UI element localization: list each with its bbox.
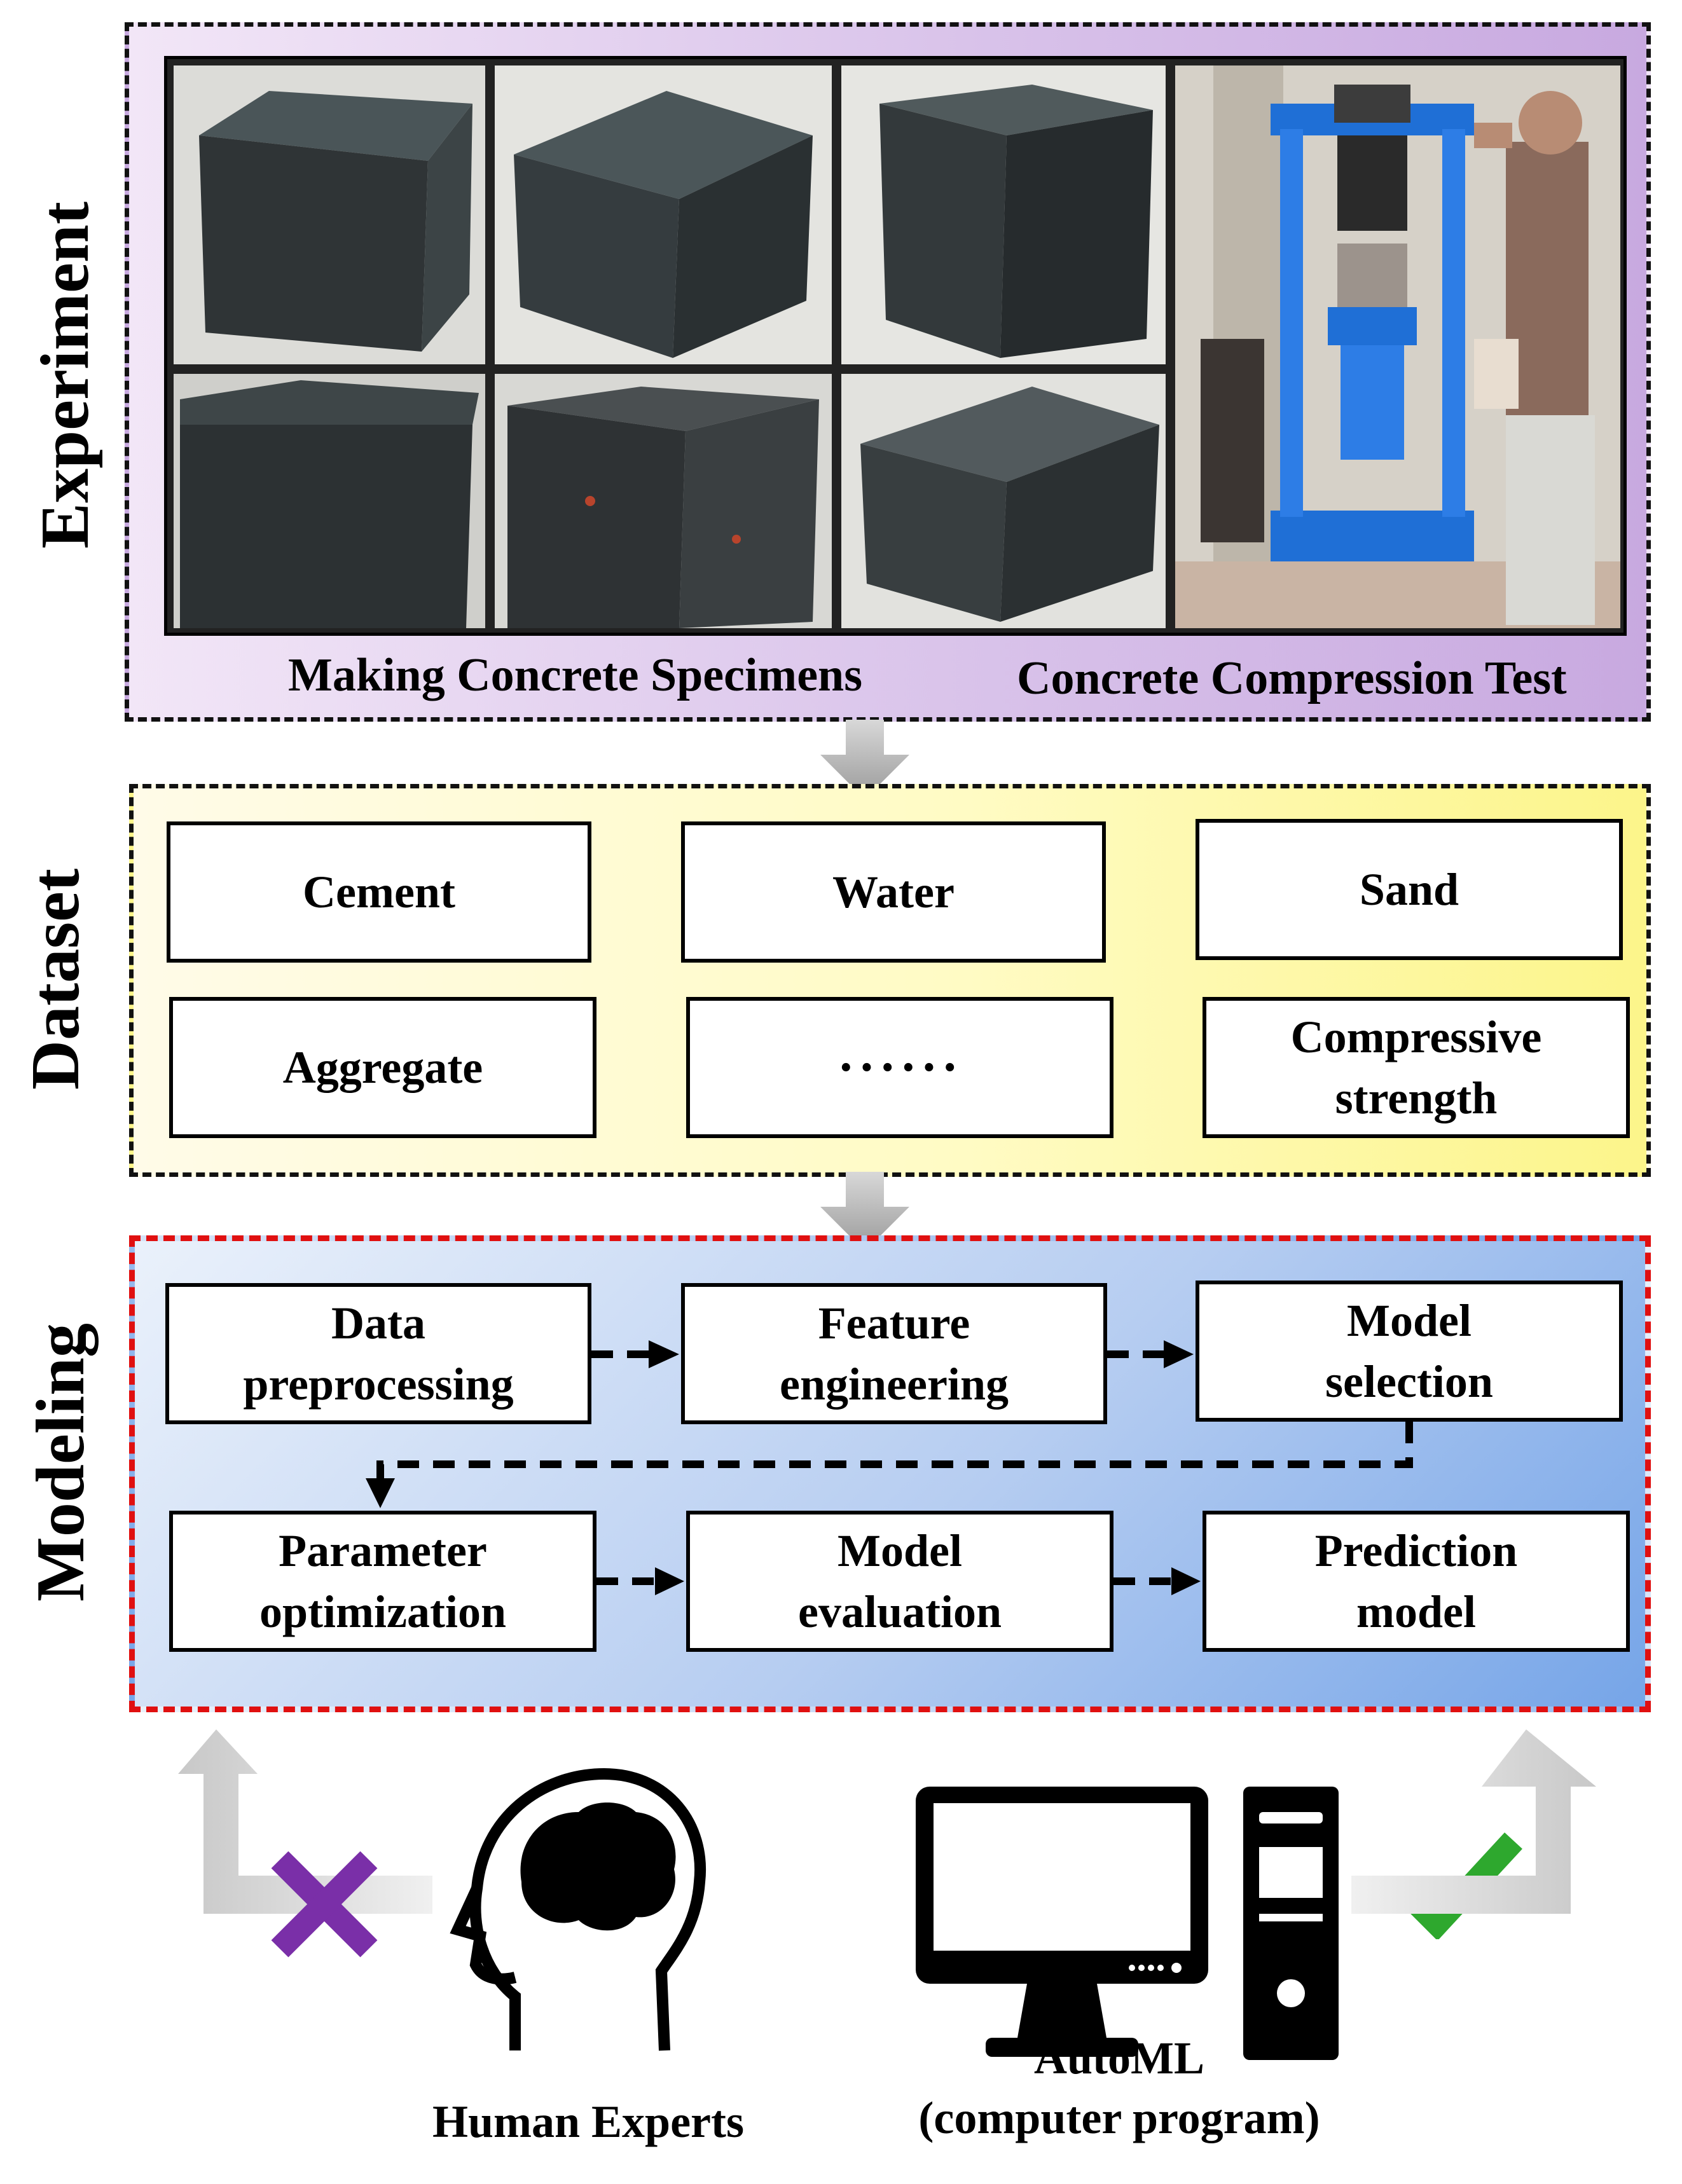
flow-arrow-down-icon [820, 1172, 909, 1251]
computer-tower-icon [1243, 1787, 1339, 2060]
step-feature-engineering: Feature engineering [681, 1283, 1107, 1424]
dataset-item-sand: Sand [1196, 819, 1623, 960]
concrete-specimen-photo [495, 374, 832, 628]
dataset-label: Dataset [18, 869, 93, 1090]
cross-mark-icon [271, 1851, 378, 1958]
concrete-specimen-photo [174, 65, 485, 364]
automl-label: AutoML (computer program) [918, 2033, 1320, 2143]
step-data-preprocessing: Data preprocessing [165, 1283, 591, 1424]
dataset-item-compressive-strength: Compressive strength [1203, 997, 1630, 1138]
experiment-photo-collage [164, 56, 1627, 636]
computer-monitor-icon [916, 1787, 1208, 2057]
dataset-item-ellipsis: ······ [686, 997, 1113, 1138]
concrete-specimen-photo [174, 374, 485, 628]
human-experts-label: Human Experts [432, 2096, 745, 2147]
concrete-specimen-photo [495, 65, 832, 364]
experiment-label: Experiment [27, 202, 103, 549]
concrete-specimen-photo [841, 65, 1166, 364]
concrete-specimen-photo [841, 374, 1166, 628]
compression-test-photo [1175, 65, 1620, 628]
modeling-label: Modeling [23, 1322, 99, 1602]
automl-path-arrow-icon [1351, 1729, 1596, 1914]
flow-arrow-down-icon [820, 720, 909, 799]
caption-making-specimens: Making Concrete Specimens [288, 649, 862, 701]
step-parameter-optimization: Parameter optimization [169, 1511, 596, 1652]
step-prediction-model: Prediction model [1203, 1511, 1630, 1652]
dataset-item-aggregate: Aggregate [169, 997, 596, 1138]
dataset-item-cement: Cement [167, 821, 591, 963]
step-model-evaluation: Model evaluation [686, 1511, 1113, 1652]
dataset-item-water: Water [681, 821, 1106, 963]
caption-compression-test: Concrete Compression Test [1017, 652, 1567, 704]
step-model-selection: Model selection [1196, 1281, 1623, 1422]
human-head-brain-icon [450, 1768, 707, 2051]
